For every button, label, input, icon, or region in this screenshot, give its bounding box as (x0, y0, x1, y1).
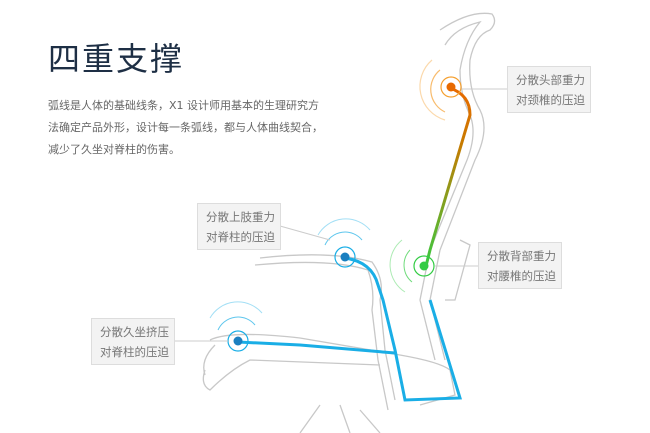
callout-seat: 分散久坐挤压 对脊柱的压迫 (91, 318, 175, 365)
chair-outline (202, 12, 496, 433)
head-support-indicator (419, 59, 507, 271)
back-support-indicator (389, 239, 478, 293)
callout-line: 对颈椎的压迫 (516, 93, 585, 107)
callout-line: 对脊柱的压迫 (206, 230, 275, 244)
callout-arm: 分散上肢重力 对脊柱的压迫 (197, 203, 281, 250)
callout-line: 分散背部重力 (487, 249, 556, 263)
callout-head: 分散头部重力 对颈椎的压迫 (507, 66, 591, 113)
description: 弧线是人体的基础线条，X1 设计师用基本的生理研究方法确定产品外形，设计每一条弧… (48, 99, 323, 156)
arm-support-indicator (279, 218, 371, 268)
seat-support-indicator (174, 301, 263, 352)
callout-line: 对腰椎的压迫 (487, 269, 556, 283)
callout-back: 分散背部重力 对腰椎的压迫 (478, 242, 562, 289)
callout-line: 对脊柱的压迫 (100, 345, 169, 359)
callout-line: 分散头部重力 (516, 73, 585, 87)
callout-line: 分散久坐挤压 (100, 325, 169, 339)
page-title: 四重支撑 (48, 40, 185, 78)
callout-line: 分散上肢重力 (206, 210, 275, 224)
